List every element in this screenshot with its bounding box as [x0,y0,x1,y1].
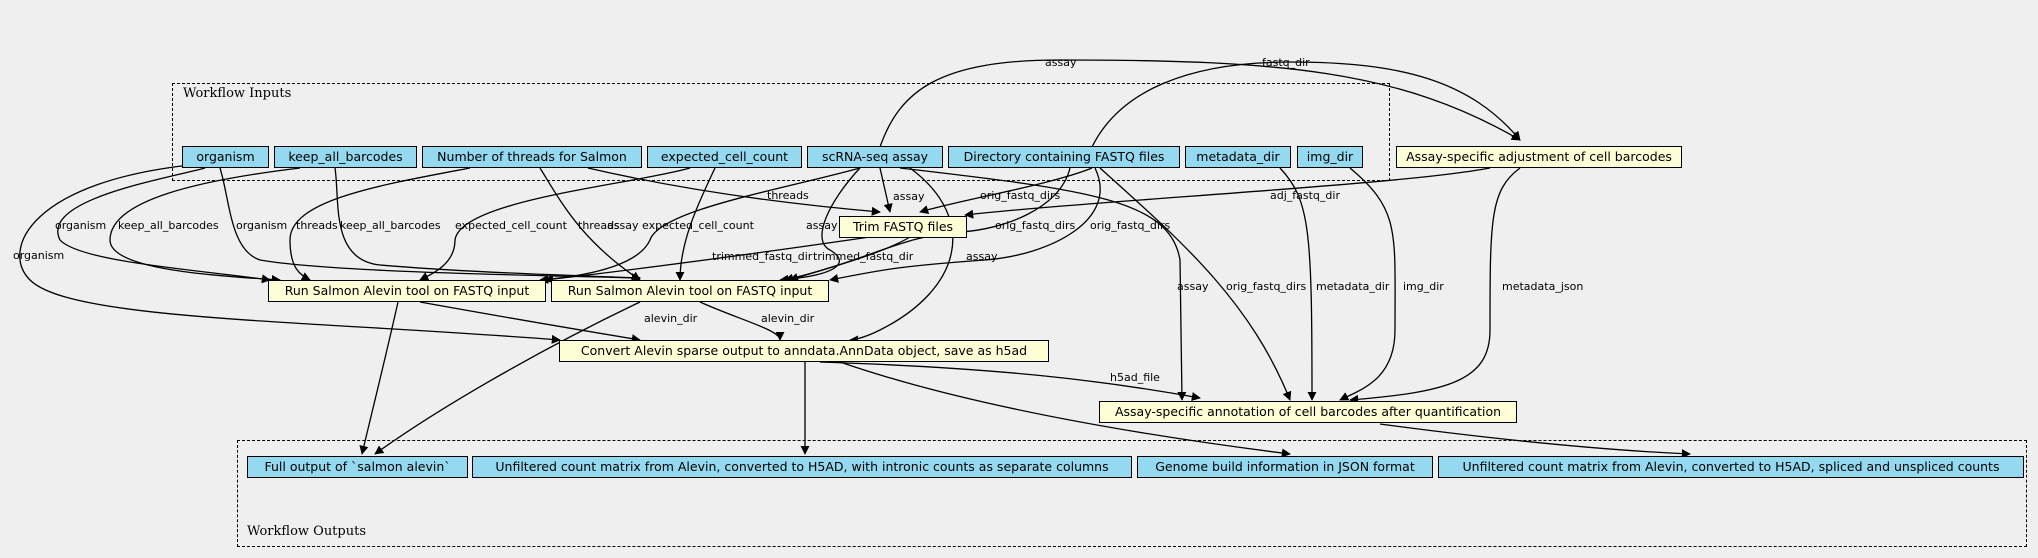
output-spliced-h5ad[interactable]: Unfiltered count matrix from Alevin, con… [1438,456,2024,478]
input-keep-all-barcodes[interactable]: keep_all_barcodes [274,146,417,168]
step-adjust-barcodes[interactable]: Assay-specific adjustment of cell barcod… [1396,146,1682,168]
edge-assay-adjust [879,59,1521,148]
edge-label-alevin-dir-1: alevin_dir [644,312,698,325]
edge-img-annotate [1339,167,1396,401]
edge-label-metadata-dir: metadata_dir [1316,280,1390,293]
edge-label-orig-fastq-2: orig_fastq_dirs [1090,219,1171,232]
edge-label-ecc-2: expected_cell_count [642,219,754,232]
edge-adjust-trim [964,167,1491,219]
edge-label-assay-annotate: assay [1177,280,1209,293]
output-genome-build-json[interactable]: Genome build information in JSON format [1137,456,1433,478]
input-img-dir[interactable]: img_dir [1297,146,1363,168]
edge-salmon2-full [374,301,641,455]
edge-organism-salmon2 [219,167,641,283]
edge-fastqdir-adjust [1091,61,1521,148]
input-fastq-dir[interactable]: Directory containing FASTQ files [948,146,1180,168]
edge-organism-convert [19,163,561,344]
input-expected-cell-count[interactable]: expected_cell_count [647,146,802,168]
step-convert-h5ad[interactable]: Convert Alevin sparse output to anndata.… [559,340,1049,362]
edge-label-trimmed-2: trimmed_fastq_dir [813,250,914,263]
edge-label-img-dir: img_dir [1403,280,1444,293]
edge-label-orig-fastq-trim: orig_fastq_dirs [980,189,1061,202]
edge-assay-annotate [899,167,1187,401]
edge-organism-salmon1 [57,167,271,284]
edge-salmon2-convert [699,301,785,341]
edge-assay-trim [879,167,893,213]
input-organism[interactable]: organism [182,146,269,168]
edge-convert-genome [839,361,1291,458]
edge-threads-trim [587,167,881,216]
edge-keep-salmon2 [334,167,641,283]
edge-label-keep-2: keep_all_barcodes [340,219,441,232]
edge-salmon1-full [359,301,399,455]
edge-label-threads-trim: threads [767,189,809,202]
workflow-inputs-cluster [172,83,1390,181]
edge-label-orig-fastq-3: orig_fastq_dirs [1226,280,1307,293]
edge-fastqdir-annotate [1099,167,1292,401]
edge-fastqdir-salmon2b [829,167,1101,283]
workflow-inputs-label: Workflow Inputs [183,86,292,101]
edge-label-metadata-json: metadata_json [1502,280,1584,293]
edge-salmon1-convert [419,301,641,344]
edge-ecc-salmon2 [675,167,716,281]
edge-trim-salmon2 [789,236,911,282]
edge-label-h5ad-file: h5ad_file [1110,371,1160,384]
edge-label-assay-a: assay [607,219,639,232]
edge-label-assay-adjust: assay [1045,56,1077,69]
output-intronic-h5ad[interactable]: Unfiltered count matrix from Alevin, con… [472,456,1132,478]
edge-label-adj-fastq-dir: adj_fastq_dir [1270,189,1340,202]
edge-label-ecc-1: expected_cell_count [455,219,567,232]
edge-label-assay-c: assay [966,250,998,263]
edge-adjust-annotate [1349,167,1521,404]
edge-label-trimmed-1: trimmed_fastq_dir [712,250,813,263]
edge-label-threads-2: threads [578,219,620,232]
edge-label-organism-1: organism [13,249,65,262]
output-full-salmon-alevin[interactable]: Full output of `salmon alevin` [247,456,468,478]
edge-assay-salmon1 [539,167,861,284]
edge-threads-salmon2 [539,167,641,281]
edge-label-keep-1: keep_all_barcodes [118,219,219,232]
edge-fastqdir-trim [919,167,1093,215]
step-trim-fastq[interactable]: Trim FASTQ files [839,216,967,238]
edge-assay-salmon2 [779,167,861,284]
workflow-outputs-cluster [237,440,2027,547]
edge-label-fastq-dir: fastq_dir [1262,56,1310,69]
edge-convert-annotate [819,361,1201,402]
edge-annotate-spliced [1379,423,1691,459]
edge-label-alevin-dir-2: alevin_dir [761,312,815,325]
step-annotate-barcodes[interactable]: Assay-specific annotation of cell barcod… [1099,401,1517,423]
edge-label-orig-fastq-1: orig_fastq_dirs [995,219,1076,232]
edge-ecc-salmon1 [419,167,691,281]
step-salmon-alevin-2[interactable]: Run Salmon Alevin tool on FASTQ input [551,280,829,302]
edge-keep-salmon1 [109,167,301,285]
edge-label-threads-1: threads [296,219,338,232]
input-metadata-dir[interactable]: metadata_dir [1185,146,1291,168]
edge-trim-salmon1 [544,236,871,284]
edge-assay-convert [849,167,954,345]
input-assay[interactable]: scRNA-seq assay [807,146,943,168]
workflow-outputs-label: Workflow Outputs [247,524,366,539]
edge-label-organism-3: organism [236,219,288,232]
input-threads[interactable]: Number of threads for Salmon [422,146,642,168]
edge-label-assay-b: assay [806,219,838,232]
edge-label-organism-2: organism [55,219,107,232]
edge-label-assay-trim: assay [893,190,925,203]
edge-threads-salmon1 [289,167,471,281]
step-salmon-alevin-1[interactable]: Run Salmon Alevin tool on FASTQ input [268,280,546,302]
